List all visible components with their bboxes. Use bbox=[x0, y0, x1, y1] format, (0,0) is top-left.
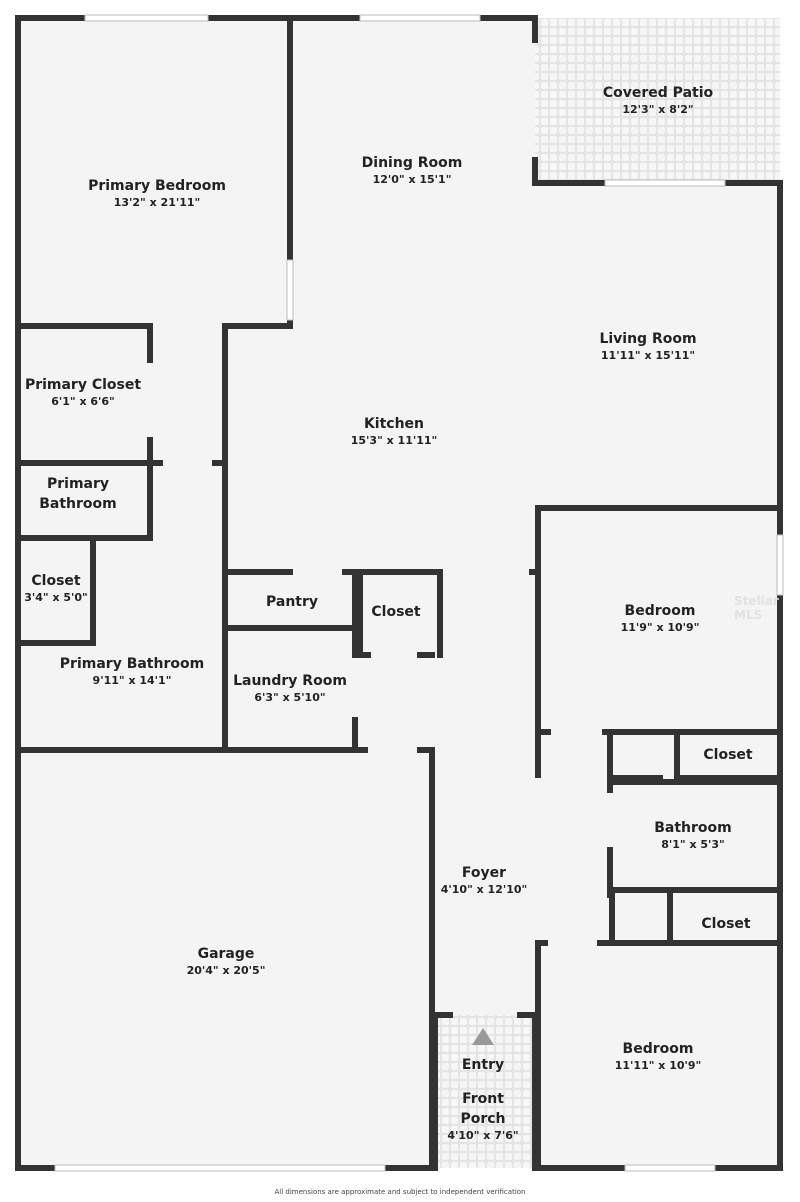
room-dims: 8'1" x 5'3" bbox=[661, 838, 725, 851]
patio-floor bbox=[535, 18, 780, 183]
room-closet-primary: Closet 3'4" x 5'0" bbox=[24, 571, 88, 605]
room-dims: 4'10" x 12'10" bbox=[440, 883, 528, 896]
room-closet-kitchen: Closet bbox=[371, 602, 420, 622]
room-name: Front Porch bbox=[460, 1091, 506, 1127]
room-name: Living Room bbox=[599, 331, 697, 347]
room-dims: 11'11" x 15'11" bbox=[600, 349, 696, 362]
room-pantry: Pantry bbox=[266, 592, 318, 612]
room-dims: 13'2" x 21'11" bbox=[113, 196, 201, 209]
room-dims: 3'4" x 5'0" bbox=[24, 591, 88, 604]
room-front-porch: Front Porch 4'10" x 7'6" bbox=[443, 1089, 523, 1143]
room-name: Primary Closet bbox=[24, 377, 142, 393]
room-primary-bedroom: Primary Bedroom 13'2" x 21'11" bbox=[88, 176, 226, 210]
room-covered-patio: Covered Patio 12'3" x 8'2" bbox=[603, 83, 713, 117]
room-bedroom-2: Bedroom 11'11" x 10'9" bbox=[615, 1039, 702, 1073]
windows bbox=[54, 14, 784, 1172]
room-name: Kitchen bbox=[363, 416, 425, 432]
room-name: Bedroom bbox=[622, 1041, 694, 1057]
room-dining-room: Dining Room 12'0" x 15'1" bbox=[362, 153, 463, 187]
room-name: Closet bbox=[31, 573, 81, 589]
room-name: Primary Bathroom bbox=[59, 656, 205, 672]
room-dims: 6'3" x 5'10" bbox=[254, 691, 326, 704]
room-name: Closet bbox=[371, 604, 421, 620]
room-name: Bathroom bbox=[654, 820, 732, 836]
room-entry: Entry bbox=[462, 1055, 504, 1075]
disclaimer: All dimensions are approximate and subje… bbox=[274, 1188, 526, 1196]
room-living-room: Living Room 11'11" x 15'11" bbox=[599, 329, 696, 363]
room-dims: 12'3" x 8'2" bbox=[622, 103, 694, 116]
room-name: Foyer bbox=[461, 865, 507, 881]
room-name: Covered Patio bbox=[602, 85, 714, 101]
room-dims: 12'0" x 15'1" bbox=[372, 173, 452, 186]
room-primary-closet: Primary Closet 6'1" x 6'6" bbox=[25, 375, 141, 409]
room-name: Dining Room bbox=[361, 155, 463, 171]
walls bbox=[15, 15, 783, 1171]
room-bedroom-1: Bedroom 11'9" x 10'9" bbox=[621, 601, 700, 635]
room-closet-bedroom-2: Closet bbox=[701, 914, 750, 934]
room-dims: 9'11" x 14'1" bbox=[92, 674, 172, 687]
entry-arrow-icon bbox=[472, 1028, 494, 1045]
room-primary-bathroom: Primary Bathroom 9'11" x 14'1" bbox=[60, 654, 204, 688]
room-primary-bathroom-small: Primary Bathroom bbox=[28, 474, 128, 514]
room-name: Closet bbox=[703, 747, 753, 763]
room-name: Entry bbox=[461, 1057, 505, 1073]
room-name: Laundry Room bbox=[233, 673, 347, 689]
room-dims: 11'9" x 10'9" bbox=[620, 621, 700, 634]
room-name: Primary Bathroom bbox=[39, 476, 117, 512]
watermark: Stellar MLS bbox=[734, 594, 779, 622]
room-name: Closet bbox=[701, 916, 751, 932]
room-dims: 15'3" x 11'11" bbox=[350, 434, 438, 447]
room-bathroom: Bathroom 8'1" x 5'3" bbox=[654, 818, 732, 852]
room-foyer: Foyer 4'10" x 12'10" bbox=[441, 863, 528, 897]
room-closet-bedroom-1: Closet bbox=[703, 745, 752, 765]
room-garage: Garage 20'4" x 20'5" bbox=[187, 944, 266, 978]
room-dims: 20'4" x 20'5" bbox=[186, 964, 266, 977]
room-dims: 6'1" x 6'6" bbox=[51, 395, 115, 408]
room-name: Bedroom bbox=[624, 603, 696, 619]
floor bbox=[18, 18, 780, 1168]
room-name: Primary Bedroom bbox=[88, 178, 226, 194]
room-dims: 4'10" x 7'6" bbox=[447, 1129, 519, 1142]
room-dims: 11'11" x 10'9" bbox=[614, 1059, 702, 1072]
room-name: Garage bbox=[197, 946, 255, 962]
room-name: Pantry bbox=[265, 594, 319, 610]
room-kitchen: Kitchen 15'3" x 11'11" bbox=[351, 414, 438, 448]
room-laundry-room: Laundry Room 6'3" x 5'10" bbox=[233, 671, 347, 705]
